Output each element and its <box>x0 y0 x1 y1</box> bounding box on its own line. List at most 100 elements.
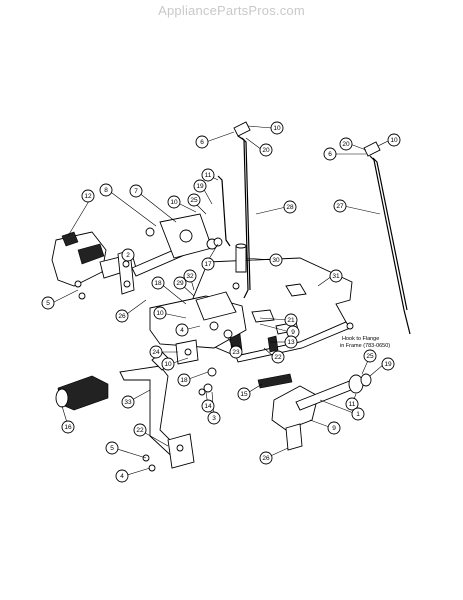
part-callout-10: 10 <box>153 306 167 320</box>
callout-bubble <box>129 184 143 198</box>
part-callout-33: 33 <box>121 395 135 409</box>
callout-number: 2 <box>126 252 130 259</box>
part-callout-7: 7 <box>129 184 143 198</box>
callout-bubble <box>387 133 401 147</box>
note-line-1: Hook to Flange <box>342 336 379 342</box>
callout-number: 10 <box>390 137 398 144</box>
callout-bubble <box>41 296 55 310</box>
part-callout-6: 6 <box>323 147 337 161</box>
callout-number: 16 <box>64 424 72 431</box>
callout-bubble <box>151 276 165 290</box>
callout-bubble <box>187 193 201 207</box>
rocker-arm-9 <box>271 385 319 431</box>
callout-number: 9 <box>291 329 295 336</box>
part-callout-28: 28 <box>283 200 297 214</box>
part-callout-24: 24 <box>149 345 163 359</box>
part-callout-18: 18 <box>151 276 165 290</box>
part-callout-25: 25 <box>363 349 377 363</box>
callout-bubble <box>183 269 197 283</box>
part-callout-10: 10 <box>167 195 181 209</box>
callout-bubble <box>283 200 297 214</box>
part-callout-31: 31 <box>329 269 343 283</box>
callout-number: 7 <box>134 188 138 195</box>
callout-number: 24 <box>152 349 160 356</box>
brake-pedal-12 <box>51 231 107 287</box>
part-callout-4: 4 <box>115 469 129 483</box>
callout-number: 10 <box>156 310 164 317</box>
part-callout-10: 10 <box>270 121 284 135</box>
callout-bubble <box>105 441 119 455</box>
callout-bubble <box>61 420 75 434</box>
callout-bubble <box>177 373 191 387</box>
callout-bubble <box>259 451 273 465</box>
callout-number: 18 <box>180 377 188 384</box>
callout-bubble <box>195 135 209 149</box>
shift-rod-27 <box>369 155 411 335</box>
part-callout-2: 2 <box>121 248 135 262</box>
part-callout-17: 17 <box>201 257 215 271</box>
part-callout-22: 22 <box>271 350 285 364</box>
callout-bubble <box>271 350 285 364</box>
callout-number: 10 <box>170 199 178 206</box>
callout-bubble <box>121 395 135 409</box>
part-callout-5: 5 <box>105 441 119 455</box>
callout-bubble <box>269 253 283 267</box>
callout-number: 32 <box>186 273 194 280</box>
callout-bubble <box>323 147 337 161</box>
part-callout-22: 22 <box>133 423 147 437</box>
part-callout-15: 15 <box>237 387 251 401</box>
callout-number: 22 <box>136 427 144 434</box>
part-callout-30: 30 <box>269 253 283 267</box>
part-callout-9: 9 <box>327 421 341 435</box>
callout-number: 25 <box>366 353 374 360</box>
callout-number: 18 <box>154 280 162 287</box>
callout-number: 3 <box>212 415 216 422</box>
callout-number: 33 <box>124 399 132 406</box>
callout-bubble <box>201 399 215 413</box>
callout-number: 8 <box>104 187 108 194</box>
part-callout-11: 11 <box>345 397 359 411</box>
part-callout-11: 11 <box>201 168 215 182</box>
callout-bubble <box>161 357 175 371</box>
callout-bubble <box>270 121 284 135</box>
callout-number: 6 <box>328 151 332 158</box>
part-callout-18: 18 <box>177 373 191 387</box>
callout-number: 10 <box>273 125 281 132</box>
site-watermark: AppliancePartsPros.com <box>158 3 305 18</box>
callout-number: 15 <box>240 391 248 398</box>
bushing-30 <box>235 245 247 273</box>
callout-bubble <box>329 269 343 283</box>
part-callout-27: 27 <box>333 199 347 213</box>
callout-number: 5 <box>46 300 50 307</box>
callout-bubble <box>133 423 147 437</box>
part-callout-20: 20 <box>339 137 353 151</box>
part-callout-21: 21 <box>284 313 298 327</box>
callout-number: 22 <box>274 354 282 361</box>
callout-number: 12 <box>84 193 92 200</box>
part-callout-25: 25 <box>187 193 201 207</box>
callout-number: 6 <box>200 139 204 146</box>
callout-number: 30 <box>272 257 280 264</box>
spring-17 <box>217 175 231 247</box>
part-callout-23: 23 <box>229 345 243 359</box>
callout-bubble <box>345 397 359 411</box>
part-callout-19: 19 <box>193 179 207 193</box>
callout-bubble <box>173 276 187 290</box>
part-callout-8: 8 <box>99 183 113 197</box>
part-callout-13: 13 <box>284 335 298 349</box>
part-callout-3: 3 <box>207 411 221 425</box>
callout-bubble <box>207 411 221 425</box>
callout-number: 19 <box>384 361 392 368</box>
part-callout-5: 5 <box>41 296 55 310</box>
callout-number: 4 <box>180 327 184 334</box>
callout-bubble <box>193 179 207 193</box>
callout-bubble <box>201 257 215 271</box>
callout-bubble <box>149 345 163 359</box>
callout-number: 4 <box>120 473 124 480</box>
callout-bubble <box>115 469 129 483</box>
callout-bubble <box>333 199 347 213</box>
callout-bubble <box>99 183 113 197</box>
callout-number: 26 <box>262 455 270 462</box>
